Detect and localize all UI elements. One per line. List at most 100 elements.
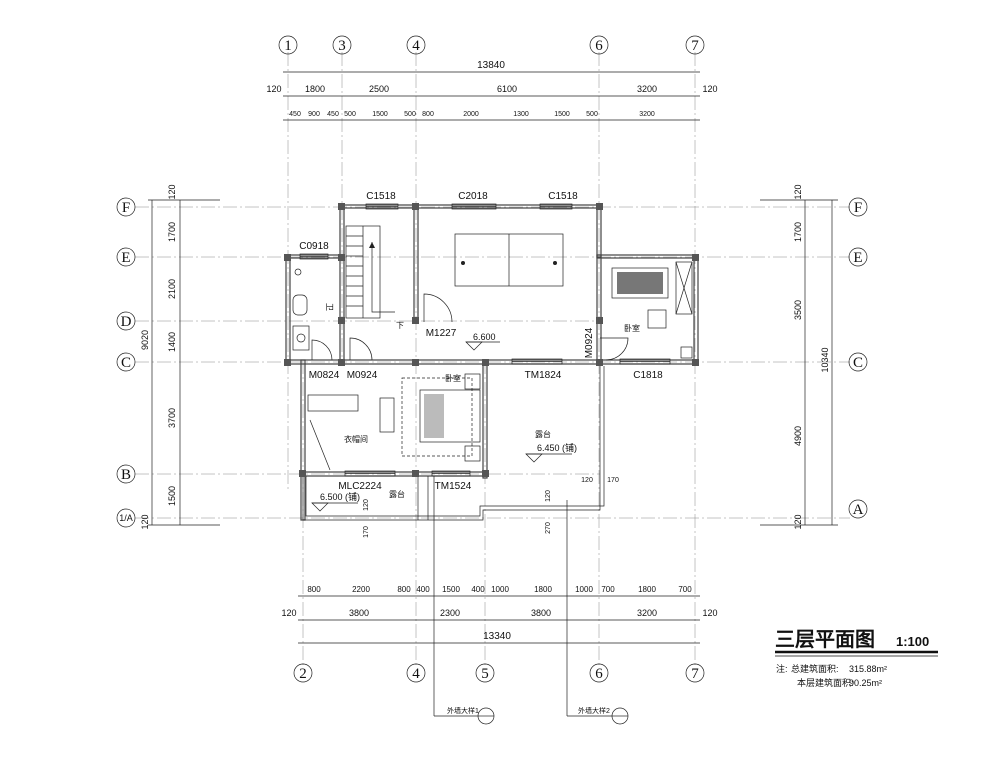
dim-bottom-fine-8: 1000 <box>575 585 593 594</box>
dim-top-mid-0: 120 <box>266 84 281 94</box>
label-m0924: M0924 <box>347 370 378 381</box>
doors <box>311 293 629 361</box>
dim-left-part-2: 2100 <box>167 279 177 299</box>
columns <box>284 203 699 477</box>
dim-left-part-1: 1700 <box>167 222 177 242</box>
dim-top-mid-4: 3200 <box>637 84 657 94</box>
level-6500: 6.500 (铺) <box>320 491 360 502</box>
dim-top-fine-8: 1300 <box>513 111 529 118</box>
dim-right-part-0: 120 <box>793 184 803 199</box>
label-c1518-right: C1518 <box>548 191 578 202</box>
dim-bottom-fine-9: 700 <box>601 585 615 594</box>
left-dimensions: 9020 120 1700 2100 1400 3700 1500 120 <box>140 184 220 530</box>
staircase <box>345 225 395 319</box>
dim-bottom-mid-1: 3800 <box>349 608 369 618</box>
room-bedroom-right: 卧室 <box>624 323 640 333</box>
bottom-dimensions: 800 2200 800 400 1500 400 1000 1800 1000… <box>281 585 718 644</box>
dim-right-part-3: 4900 <box>793 426 803 446</box>
axis-label-left-C: C <box>121 355 131 371</box>
axis-label-right-C: C <box>853 355 863 371</box>
local-dim-0: 120 <box>363 499 370 511</box>
local-dim-2: 120 <box>581 477 593 484</box>
level-6600: 6.600 <box>473 332 496 342</box>
top-dimensions: 13840 120 1800 2500 6100 3200 120 450 90… <box>266 60 718 121</box>
detail-callout-2: 外墙大样2 <box>578 706 610 715</box>
axis-label-top-3: 3 <box>338 38 346 54</box>
local-dim-5: 120 <box>545 490 552 502</box>
dim-bottom-mid-0: 120 <box>281 608 296 618</box>
label-mlc2224: MLC2224 <box>338 481 382 492</box>
room-terrace-right: 露台 <box>535 429 551 439</box>
walls <box>285 204 699 521</box>
local-dim-3: 170 <box>607 477 619 484</box>
note-label: 注: <box>776 663 788 674</box>
toilet-fixtures <box>292 268 310 351</box>
axis-label-left-1A: 1/A <box>119 513 133 523</box>
label-tm1524: TM1524 <box>435 481 472 492</box>
dim-top-fine-5: 500 <box>404 111 416 118</box>
right-dimensions: 120 1700 3500 4900 120 10340 <box>760 184 838 530</box>
room-terrace-left: 露台 <box>389 489 405 499</box>
detail-callouts: 外墙大样1 外墙大样2 <box>433 476 629 725</box>
dim-bottom-fine-10: 1800 <box>638 585 656 594</box>
dim-top-mid-3: 6100 <box>497 84 517 94</box>
dim-left-part-5: 1500 <box>167 486 177 506</box>
dim-bottom-fine-0: 800 <box>307 585 321 594</box>
dim-bottom-total: 13340 <box>483 631 511 642</box>
level-markers <box>311 341 572 512</box>
drawing-scale: 1:100 <box>896 634 929 649</box>
note-floor-label: 本层建筑面积: <box>797 677 854 688</box>
level-labels: 6.600 6.450 (铺) 6.500 (铺) <box>320 332 577 502</box>
dim-top-fine-4: 1500 <box>372 111 388 118</box>
axis-bubbles-bottom: 2 4 5 6 7 <box>293 663 705 683</box>
label-m0924-right: M0924 <box>584 327 595 358</box>
opening-labels: C1518 C2018 C1518 C0918 M1227 M0924 M082… <box>299 191 663 492</box>
axis-label-bottom-2: 2 <box>299 666 307 682</box>
axis-label-left-E: E <box>121 250 130 266</box>
dim-bottom-fine-2: 800 <box>397 585 411 594</box>
dim-top-fine-1: 900 <box>308 111 320 118</box>
dim-left-part-0: 120 <box>167 184 177 199</box>
dim-bottom-fine-11: 700 <box>678 585 692 594</box>
room-toilet: 卫 <box>325 303 334 311</box>
dim-right-part-4: 120 <box>793 514 803 529</box>
label-tm1824: TM1824 <box>525 370 562 381</box>
dim-top-mid-1: 1800 <box>305 84 325 94</box>
dim-top-fine-11: 3200 <box>639 111 655 118</box>
axis-label-bottom-6: 6 <box>595 666 603 682</box>
axis-label-left-D: D <box>121 314 132 330</box>
dim-top-fine-7: 2000 <box>463 111 479 118</box>
dim-top-fine-0: 450 <box>289 111 301 118</box>
axis-label-right-A: A <box>853 502 864 518</box>
dim-top-fine-3: 500 <box>344 111 356 118</box>
label-c1818: C1818 <box>633 370 663 381</box>
windows <box>299 203 671 477</box>
title-block: 三层平面图 1:100 注: 总建筑面积: 315.88m² 本层建筑面积: 9… <box>775 628 938 688</box>
label-c0918: C0918 <box>299 241 329 252</box>
dim-bottom-fine-3: 400 <box>416 585 430 594</box>
grid-lines <box>135 52 850 665</box>
dim-bottom-mid-3: 3800 <box>531 608 551 618</box>
dim-top-fine-10: 500 <box>586 111 598 118</box>
detail-callout-1: 外墙大样1 <box>447 706 479 715</box>
dim-left-total: 9020 <box>140 330 150 350</box>
drawing-title: 三层平面图 <box>775 628 875 651</box>
stair-down-label: 下 <box>396 321 404 330</box>
dim-left-part-6: 120 <box>140 514 150 529</box>
dim-left-part-4: 3700 <box>167 408 177 428</box>
dim-left-part-3: 1400 <box>167 332 177 352</box>
bed-bedroom-right <box>611 261 693 359</box>
axis-label-bottom-7: 7 <box>691 666 699 682</box>
dim-bottom-fine-7: 1800 <box>534 585 552 594</box>
axis-label-bottom-5: 5 <box>481 666 489 682</box>
bed-bedroom-lower <box>307 373 481 471</box>
dim-bottom-fine-1: 2200 <box>352 585 370 594</box>
dim-top-fine-6: 800 <box>422 111 434 118</box>
axis-label-top-1: 1 <box>284 38 292 54</box>
dim-top-fine-9: 1500 <box>554 111 570 118</box>
axis-bubbles-top: 1 3 4 6 7 <box>278 35 705 55</box>
axis-label-top-7: 7 <box>691 38 699 54</box>
local-dim-1: 170 <box>363 526 370 538</box>
room-bedroom-lower: 卧室 <box>445 373 461 383</box>
